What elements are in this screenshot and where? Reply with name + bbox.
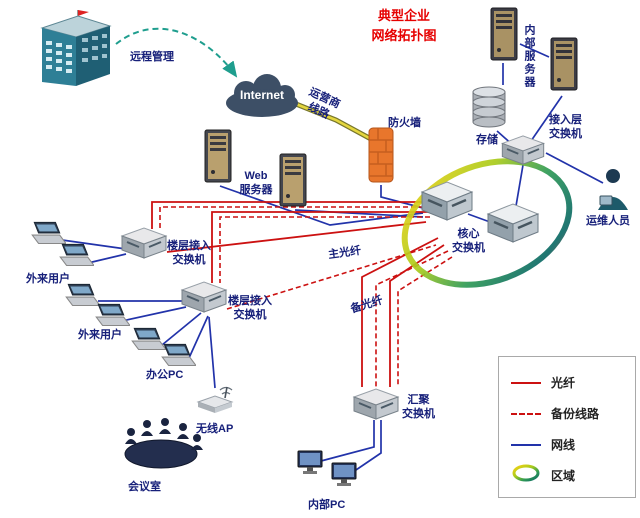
legend-backup-label: 备份线路 (551, 407, 600, 421)
web-server-label-line1: Web (244, 170, 268, 182)
legend: 光纤 备份线路 网线 (498, 356, 636, 498)
ops-person-icon (594, 166, 632, 217)
web-server-label-line2: 服务器 (239, 183, 273, 196)
storage-icon (471, 84, 507, 135)
diagram-title-line1: 典型企业 (377, 8, 430, 23)
internet-label: Internet (239, 88, 284, 102)
internal-server-icon-2 (549, 36, 579, 97)
storage-label: 存储 (476, 134, 498, 146)
core-switch-label-line2: 交换机 (452, 241, 485, 254)
diagram-title-line2: 网络拓扑图 (371, 27, 437, 43)
remote-management-arrow (115, 27, 238, 78)
floor-switch-icon-2 (180, 280, 228, 319)
access-switch-label-line1: 接入层 (549, 114, 582, 126)
external-user-1-label: 外来用户 (26, 273, 70, 285)
fiber-lines (151, 201, 445, 387)
access-switch-label: 接入层 交换机 (549, 114, 582, 142)
meeting-room-icon (115, 414, 207, 481)
aggregation-switch-label-line2: 交换机 (402, 407, 435, 420)
backup-lines (159, 206, 453, 387)
diagram-title: 典型企业 网络拓扑图 (350, 6, 458, 45)
legend-fiber-label: 光纤 (551, 376, 576, 390)
network-cable-sample (511, 443, 541, 446)
core-switch-label-line1: 核心 (457, 228, 480, 240)
aggregation-switch-label: 汇聚 交换机 (402, 394, 435, 422)
legend-row-backup: 备份线路 (511, 398, 635, 429)
wireless-ap-icon (194, 382, 236, 419)
internal-server-icon-1 (489, 6, 519, 67)
office-pc-laptop-2 (158, 342, 198, 375)
ops-person-label: 运维人员 (586, 215, 630, 227)
legend-cable-label: 网线 (551, 438, 576, 452)
external-user-laptop-1 (28, 220, 68, 253)
floor-switch-2-label: 楼层接入 交换机 (228, 295, 272, 323)
floor-switch-2-label-line2: 交换机 (233, 308, 267, 321)
access-layer-switch-icon (500, 134, 546, 171)
wireless-ap-label: 无线AP (196, 423, 234, 435)
office-building-icon (32, 9, 120, 93)
internet-cloud-icon (222, 74, 302, 125)
remote-management-label: 远程管理 (130, 51, 174, 63)
aggregation-switch-icon (352, 386, 400, 427)
web-server-icon-1 (203, 128, 233, 189)
office-pc-laptop-1 (128, 326, 168, 359)
external-user-laptop-3 (62, 282, 102, 315)
zone-ring-sample (511, 463, 541, 488)
web-server-icon-2 (278, 152, 308, 213)
floor-switch-icon-1 (120, 226, 168, 265)
floor-switch-1-label: 楼层接入 交换机 (167, 240, 211, 268)
external-user-laptop-2 (56, 242, 96, 275)
backup-line-sample (511, 412, 541, 415)
meeting-room-label: 会议室 (128, 481, 161, 493)
firewall-icon (366, 126, 396, 189)
core-zone-ring (401, 158, 573, 288)
core-switch-label: 核心 交换机 (452, 228, 485, 256)
floor-switch-1-label-line2: 交换机 (172, 253, 206, 266)
internal-pc-label: 内部PC (308, 499, 346, 511)
internal-server-label: 内部服务器 (523, 24, 535, 89)
office-pc-label: 办公PC (146, 369, 184, 381)
access-switch-label-line2: 交换机 (549, 127, 582, 140)
core-switch-icon-2 (486, 202, 540, 249)
carrier-line (290, 99, 373, 142)
internal-pc-icon-1 (296, 448, 326, 483)
legend-row-zone: 区域 (511, 460, 635, 491)
legend-zone-label: 区域 (551, 469, 576, 483)
external-user-2-label: 外来用户 (78, 329, 122, 341)
fiber-line-sample (511, 381, 541, 384)
floor-switch-1-label-line1: 楼层接入 (167, 240, 211, 252)
legend-row-cable: 网线 (511, 429, 635, 460)
aggregation-switch-label-line1: 汇聚 (407, 394, 430, 406)
core-switch-icon-1 (420, 180, 474, 227)
floor-switch-2-label-line1: 楼层接入 (228, 295, 272, 307)
web-server-label: Web 服务器 (232, 170, 280, 198)
legend-row-fiber: 光纤 (511, 367, 635, 398)
firewall-label: 防火墙 (388, 117, 421, 129)
internal-pc-icon-2 (330, 460, 360, 495)
